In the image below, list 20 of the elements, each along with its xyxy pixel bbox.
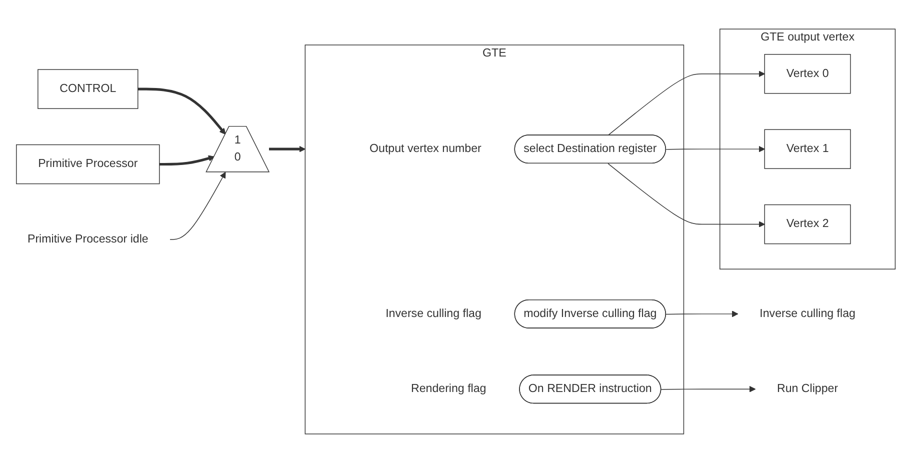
node-box: Vertex 0 — [764, 54, 851, 94]
node-box: CONTROL — [38, 69, 138, 109]
node-box: Vertex 1 — [764, 129, 851, 169]
arrow — [159, 155, 215, 166]
arrow — [608, 70, 765, 136]
arrow — [608, 163, 765, 228]
node-box: Vertex 2 — [764, 204, 851, 244]
arrow — [666, 310, 738, 318]
node-label: Output vertex number — [370, 142, 482, 155]
node-box: Primitive Processor — [16, 144, 160, 184]
node-label: Inverse culling flag — [386, 307, 482, 320]
arrow — [660, 386, 756, 392]
arrow — [269, 146, 306, 152]
node-label: Rendering flag — [410, 382, 486, 395]
node-text: Primitive Processor idle — [27, 232, 148, 246]
arrow — [666, 146, 765, 152]
arrow — [138, 88, 226, 135]
node-text: Inverse culling flag — [760, 307, 856, 320]
node-text: Run Clipper — [777, 382, 838, 395]
arrow — [170, 172, 226, 240]
